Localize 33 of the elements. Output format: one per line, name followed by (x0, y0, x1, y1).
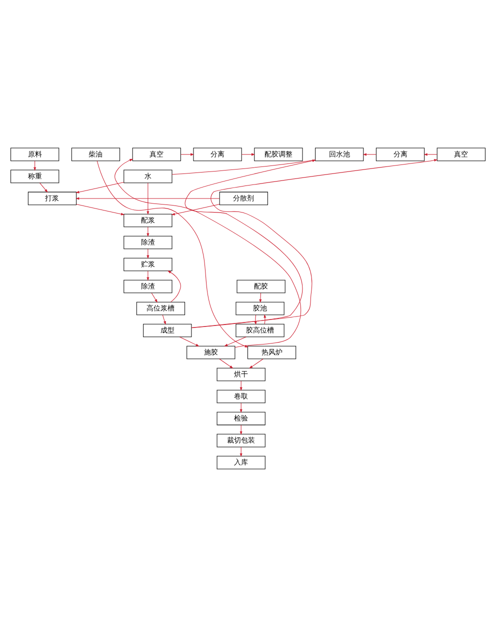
arrow (146, 248, 150, 259)
arrow (96, 160, 248, 348)
arrow (162, 314, 166, 325)
arrow (424, 153, 438, 156)
arrow (171, 204, 220, 216)
arrow (184, 160, 316, 328)
arrow (240, 402, 242, 413)
arrow (34, 160, 36, 171)
arrow (362, 153, 376, 156)
arrow (264, 314, 266, 324)
arrow (224, 336, 246, 346)
arrow (114, 158, 302, 348)
arrow (249, 358, 264, 369)
arrow (259, 292, 262, 303)
arrow (146, 270, 150, 281)
arrow (240, 446, 242, 457)
arrow (167, 270, 181, 302)
arrow (146, 226, 150, 237)
arrow (76, 204, 125, 216)
arrow (219, 358, 234, 369)
arrow (242, 153, 256, 156)
arrow (240, 380, 242, 391)
arrow (146, 182, 150, 215)
arrow (240, 424, 242, 435)
arrow (180, 153, 194, 156)
arrow (254, 314, 257, 325)
arrow (76, 197, 220, 200)
arrow (191, 159, 438, 328)
arrow (179, 336, 200, 346)
arrow (76, 182, 124, 194)
arrow (151, 292, 158, 303)
arrow (40, 182, 48, 193)
connector (172, 160, 316, 175)
